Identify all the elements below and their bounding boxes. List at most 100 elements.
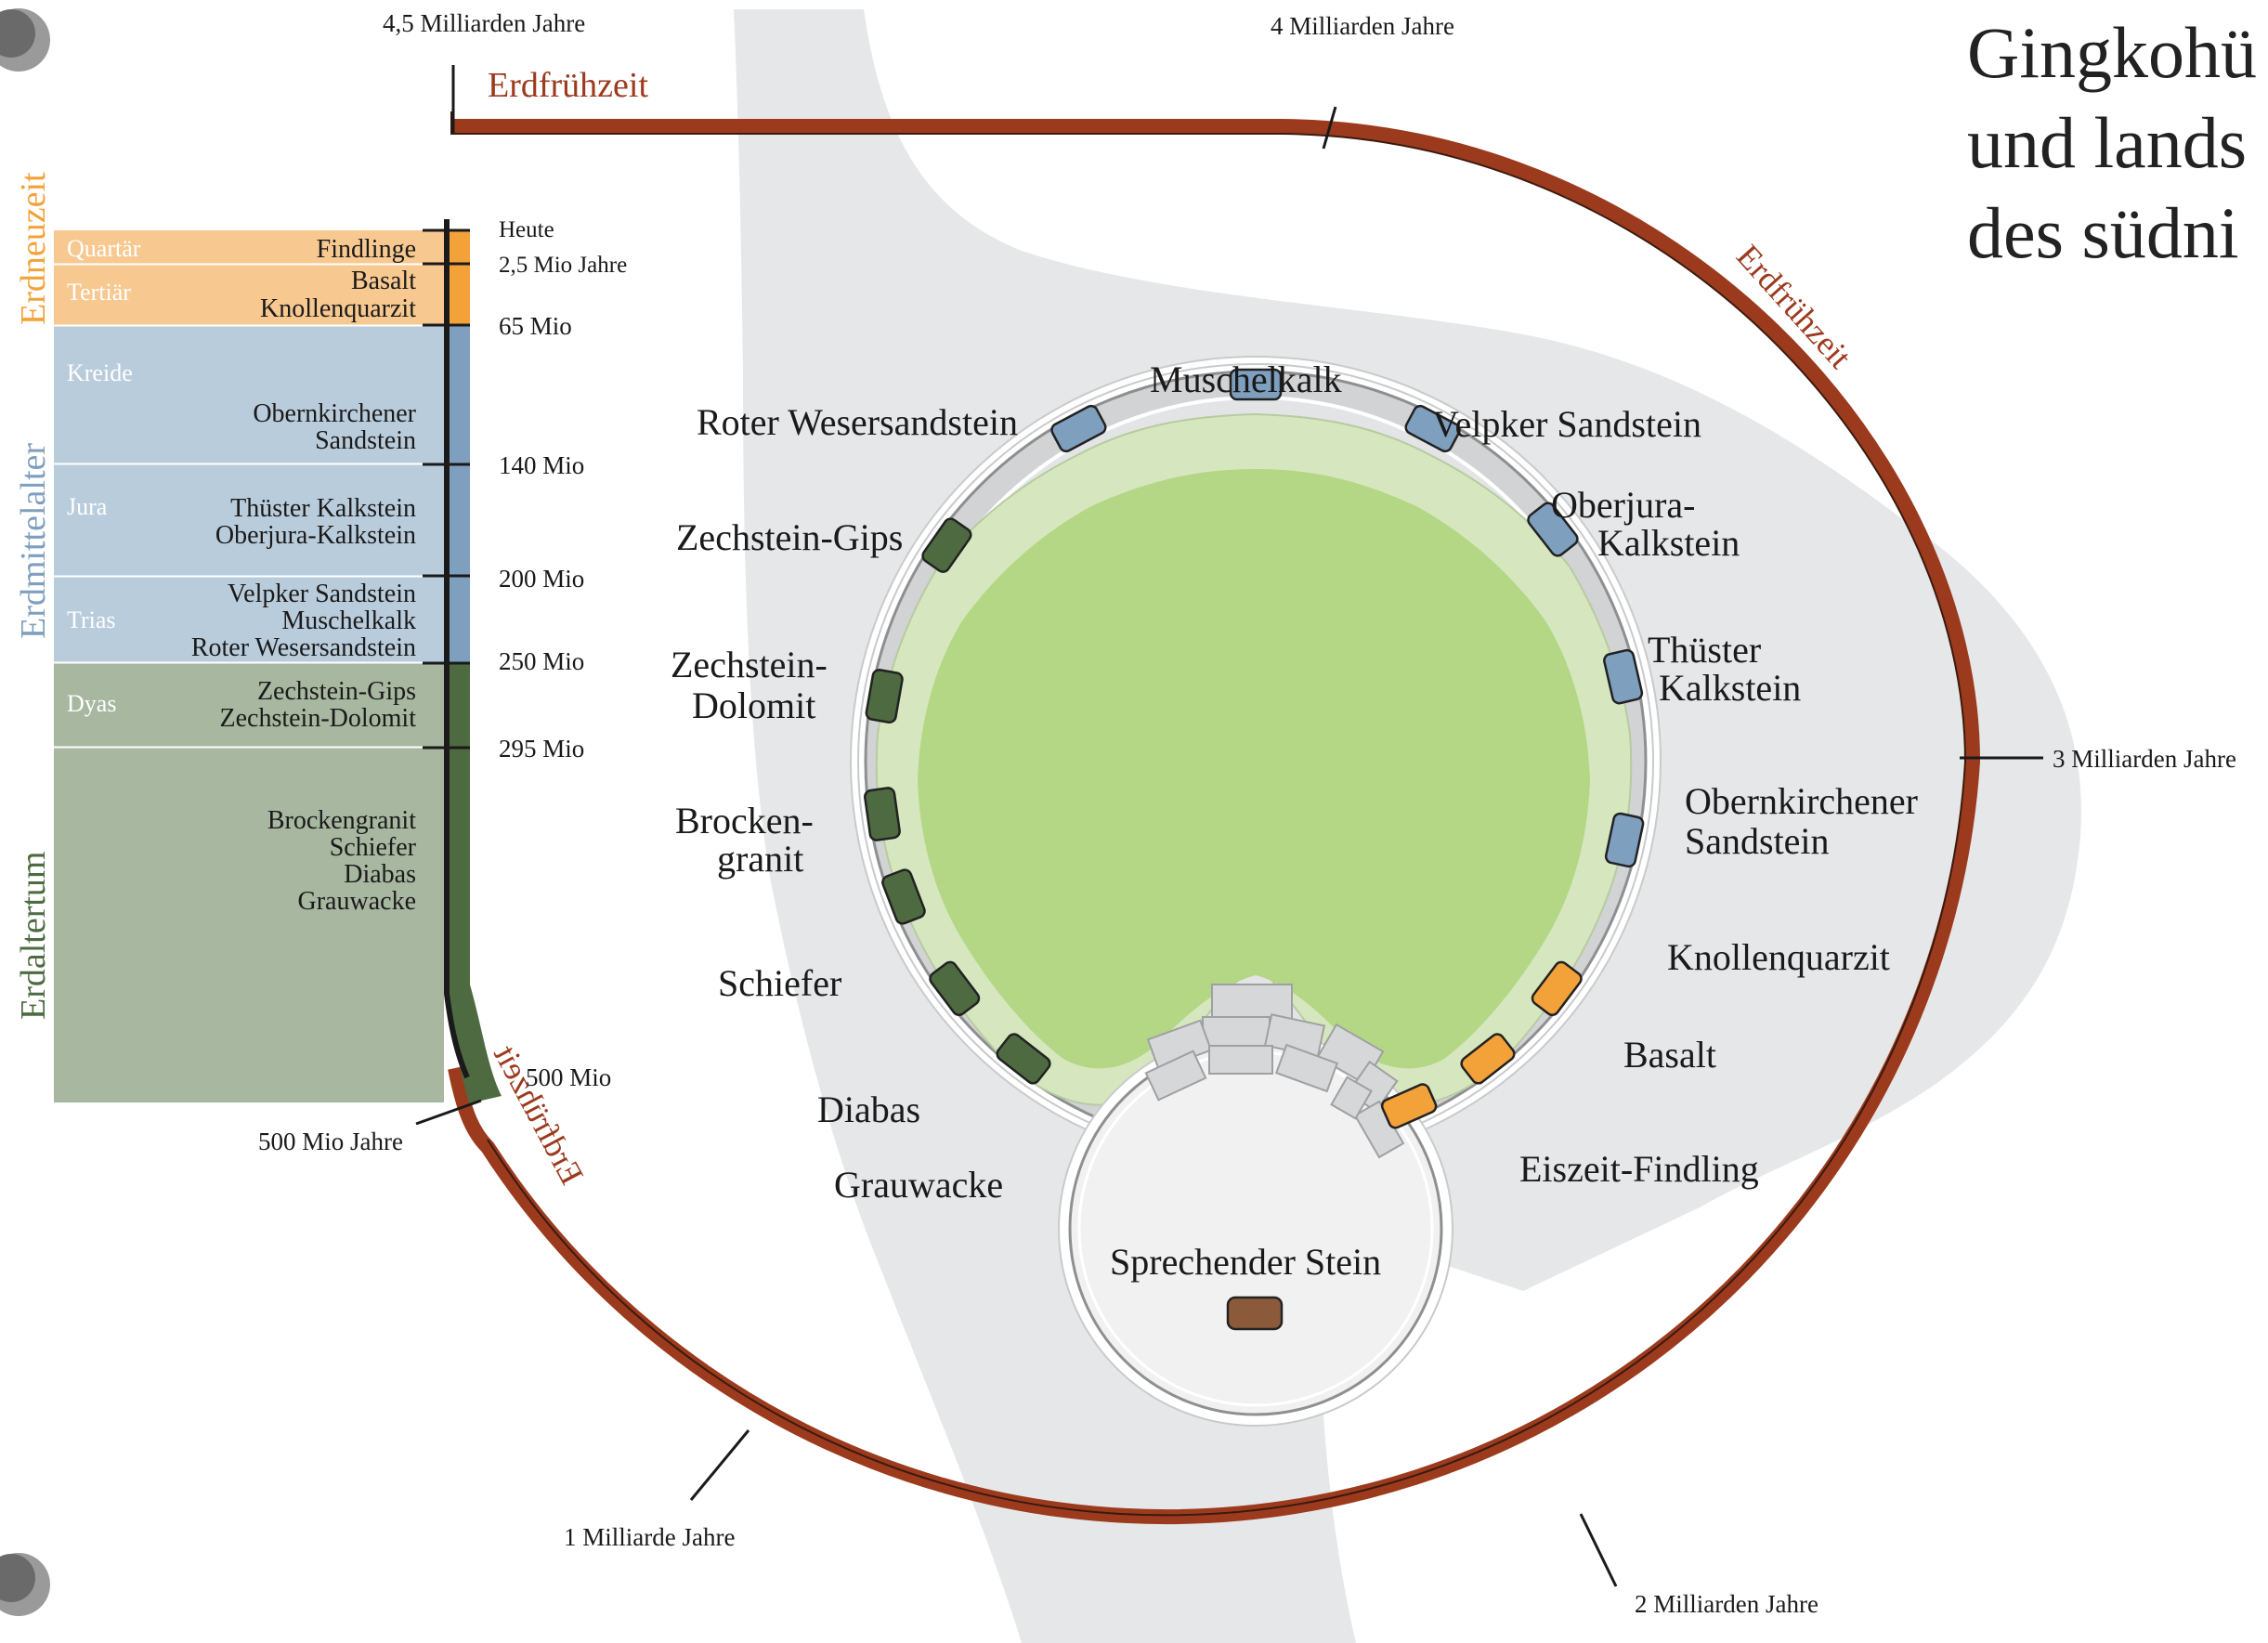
period-label-trias: Trias xyxy=(67,606,116,633)
timeline-spiral-outline xyxy=(450,111,1967,1517)
label-basalt: Basalt xyxy=(1623,1034,1716,1076)
rock-jura-0: Thüster Kalkstein xyxy=(230,494,416,523)
gray-step-stones xyxy=(1144,984,1405,1159)
rock-jura-1: Oberjura-Kalkstein xyxy=(215,521,416,550)
rock-erdaltertum-2: Diabas xyxy=(344,860,416,889)
title-line-1: Gingkohü xyxy=(1967,12,2257,93)
label-eiszeit-findling: Eiszeit-Findling xyxy=(1519,1148,1759,1190)
tick-label-4-5-mrd: 4,5 Milliarden Jahre xyxy=(383,9,585,37)
title-line-3: des südni xyxy=(1967,192,2239,273)
timeline-bar-erdmittelalter xyxy=(446,326,470,663)
period-kreide xyxy=(54,326,444,463)
period-tertiaer xyxy=(54,265,444,325)
period-dyas xyxy=(54,663,444,747)
stone-zechstein-gips xyxy=(921,517,972,573)
stone-velpker-sandstein xyxy=(1404,404,1461,453)
rock-erdaltertum-3: Grauwacke xyxy=(298,887,416,916)
erdfruehzeit-label-top: Erdfrühzeit xyxy=(488,66,648,105)
timeline-axis xyxy=(444,219,470,1079)
rock-trias-1: Muschelkalk xyxy=(281,606,416,635)
tick-label-500-mio: 500 Mio xyxy=(526,1063,611,1091)
ring-stones xyxy=(864,368,1645,1129)
step-stone xyxy=(1274,1043,1339,1093)
stone-brockengranit xyxy=(864,787,901,841)
rock-trias-0: Velpker Sandstein xyxy=(228,580,416,608)
period-trias xyxy=(54,577,444,662)
period-label-kreide: Kreide xyxy=(67,359,133,386)
step-stone xyxy=(1144,1050,1207,1102)
stone-basalt xyxy=(1460,1033,1516,1085)
rock-kreide-1: Sandstein xyxy=(315,426,416,455)
period-jura xyxy=(54,464,444,576)
label-oberjura-2: Kalkstein xyxy=(1597,522,1740,564)
label-obernkirchener-1: Obernkirchener xyxy=(1685,780,1918,822)
period-dividers xyxy=(54,263,444,749)
tick-label-2-5-mio: 2,5 Mio Jahre xyxy=(499,253,627,278)
label-sprechender-stein: Sprechender Stein xyxy=(1110,1241,1381,1283)
label-zechstein-gips: Zechstein-Gips xyxy=(676,516,903,558)
label-obernkirchener-2: Sandstein xyxy=(1685,820,1830,862)
text-layer: Erdneuzeit Erdmittelalter Erdaltertum Qu… xyxy=(14,9,2236,1618)
lawn xyxy=(918,469,1590,1069)
tick-label-1-mrd: 1 Milliarde Jahre xyxy=(564,1523,735,1551)
stone-schiefer xyxy=(881,868,926,925)
step-stone xyxy=(1330,1076,1373,1120)
label-oberjura-1: Oberjura- xyxy=(1551,484,1695,526)
rock-dyas-0: Zechstein-Gips xyxy=(257,677,416,706)
rock-tertiaer-1: Knollenquarzit xyxy=(260,294,416,323)
tick-2-mrd xyxy=(1579,1513,1618,1587)
label-velpker-sandstein: Velpker Sandstein xyxy=(1432,403,1701,445)
tick-label-3-mrd: 3 Milliarden Jahre xyxy=(2053,745,2236,773)
stone-thuester-kalkstein xyxy=(1603,648,1644,705)
title-line-2: und lands xyxy=(1967,102,2248,183)
label-thuester-1: Thüster xyxy=(1648,629,1761,671)
tick-label-140-mio: 140 Mio xyxy=(499,451,584,479)
tick-label-heute: Heute xyxy=(499,217,554,242)
rock-dyas-1: Zechstein-Dolomit xyxy=(219,704,416,733)
rock-kreide-0: Obernkirchener xyxy=(253,399,416,428)
label-muschelkalk: Muschelkalk xyxy=(1150,359,1342,400)
rock-tertiaer-0: Basalt xyxy=(351,267,416,295)
timeline-bar-erdneuzeit xyxy=(446,230,470,325)
stone-labels: Muschelkalk Roter Wesersandstein Velpker… xyxy=(671,359,1918,1283)
step-stone xyxy=(1211,984,1293,1021)
rock-trias-2: Roter Wesersandstein xyxy=(191,633,416,662)
stone-muschelkalk xyxy=(1229,368,1283,401)
rock-erdaltertum-1: Schiefer xyxy=(330,833,417,862)
page-title: Gingkohü und lands des südni xyxy=(1967,7,2268,278)
stone-roter-wesersandstein xyxy=(1050,404,1107,453)
era-erdneuzeit-label: Erdneuzeit xyxy=(14,172,53,325)
tick-4-mrd xyxy=(1322,106,1337,150)
label-thuester-2: Kalkstein xyxy=(1659,667,1801,709)
timeline-ticks xyxy=(415,65,2043,1587)
timeline-erdfruehzeit-spiral xyxy=(448,119,1981,1524)
period-quartaer xyxy=(54,230,444,264)
stone-diabas xyxy=(929,960,981,1016)
period-table xyxy=(54,230,444,1102)
period-label-jura: Jura xyxy=(67,493,108,520)
period-rock-lists: Findlinge Basalt Knollenquarzit Obernkir… xyxy=(191,235,417,916)
binder-hole-bottom-shine xyxy=(0,1554,35,1602)
era-erdaltertum-label: Erdaltertum xyxy=(14,852,53,1020)
tick-label-250-mio: 250 Mio xyxy=(499,647,584,675)
label-grauwacke: Grauwacke xyxy=(834,1164,1003,1206)
label-zechstein-dolomit-1: Zechstein- xyxy=(671,644,828,685)
tick-label-295-mio: 295 Mio xyxy=(499,735,584,763)
tick-label-65-mio: 65 Mio xyxy=(499,312,572,340)
speaking-stone xyxy=(1226,1296,1284,1331)
stone-oberjura-kalkstein xyxy=(1527,502,1579,557)
rock-erdaltertum-0: Brockengranit xyxy=(267,806,416,835)
label-schiefer: Schiefer xyxy=(718,962,841,1004)
label-roter-wesersandstein: Roter Wesersandstein xyxy=(697,401,1018,443)
tick-label-2-mrd: 2 Milliarden Jahre xyxy=(1635,1590,1818,1618)
stone-circle-garden xyxy=(850,356,1662,1427)
period-erdaltertum-lower xyxy=(54,748,444,1102)
label-brockengranit-2: granit xyxy=(717,838,803,880)
era-erdmittelalter-label: Erdmittelalter xyxy=(14,443,53,639)
tick-1-mrd xyxy=(689,1429,750,1501)
timeline xyxy=(415,65,2043,1587)
tick-label-500-mio-jahre: 500 Mio Jahre xyxy=(258,1128,403,1155)
period-label-quartaer: Quartär xyxy=(67,235,141,262)
step-stone xyxy=(1202,1016,1271,1048)
stone-grauwacke xyxy=(996,1033,1051,1085)
